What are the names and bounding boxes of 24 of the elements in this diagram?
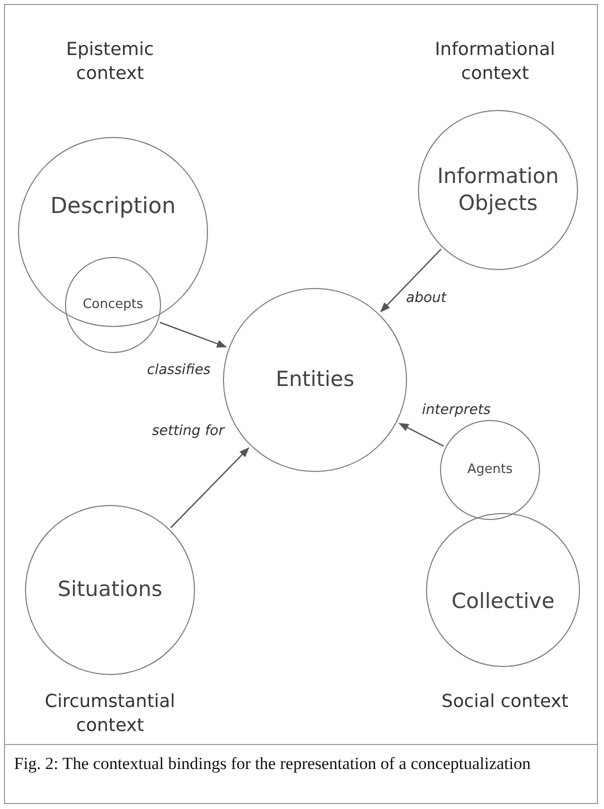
arrow bbox=[398, 422, 444, 447]
edge-label: interprets bbox=[420, 402, 493, 418]
node-label: Entities bbox=[276, 366, 354, 394]
circle bbox=[65, 257, 161, 353]
context-label: Epistemic context bbox=[65, 38, 155, 86]
circle bbox=[25, 505, 195, 675]
node-label: Information Objects bbox=[436, 162, 560, 217]
node-label: Situations bbox=[58, 576, 162, 604]
circle bbox=[418, 110, 578, 270]
context-label: Informational context bbox=[434, 38, 556, 86]
circle bbox=[440, 420, 540, 520]
context-label: Circumstantial context bbox=[44, 690, 176, 738]
circle bbox=[18, 137, 208, 327]
caption: Fig. 2: The contextual bindings for the representation of a conceptualization bbox=[14, 753, 532, 775]
arrow bbox=[380, 248, 442, 312]
node-label: Description bbox=[50, 192, 176, 221]
context-label: Social context bbox=[440, 690, 570, 714]
arrow bbox=[160, 322, 227, 348]
node-label: Collective bbox=[451, 588, 555, 616]
node-label: Concepts bbox=[82, 296, 144, 314]
edge-label: setting for bbox=[150, 423, 226, 439]
arrow bbox=[170, 447, 250, 528]
node-label: Agents bbox=[467, 462, 513, 478]
circle bbox=[426, 513, 580, 667]
